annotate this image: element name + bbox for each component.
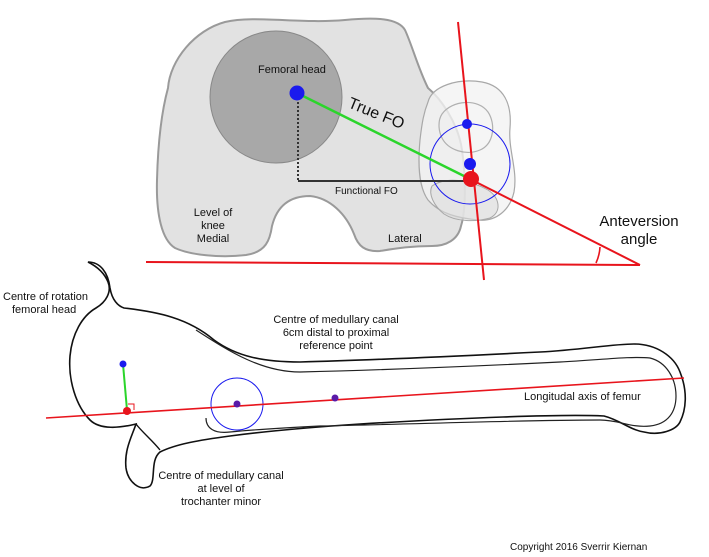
angle-word: angle [620,231,658,248]
anteversion-angle-label: Anteversion angle [594,213,684,249]
centre-medullary-trochanter-line2: at level of [197,483,245,495]
head-offset-line [122,363,128,411]
axis-foot-point [123,407,131,415]
knee-level-line [145,261,641,266]
centre-medullary-trochanter-label: Centre of medullary canal at level of tr… [146,470,296,509]
vertical-axis-line [457,21,485,281]
centre-medullary-6cm-line3: reference point [299,340,373,352]
centre-medullary-trochanter-line3: trochanter minor [180,496,262,508]
femoral-head-disc [209,30,343,164]
anteversion-word: Anteversion [599,213,679,230]
head-centre-point [289,85,305,101]
canal-upper-point [462,119,472,129]
functional-fo-label: Functional FO [335,186,398,197]
centre-medullary-6cm-label: Centre of medullary canal 6cm distal to … [256,314,416,353]
right-angle-marker [128,403,135,410]
knee-label: knee [201,220,225,232]
axial-view [145,17,641,281]
copyright-label: Copyright 2016 Sverrir Kiernan [510,542,648,553]
centre-medullary-6cm-line1: Centre of medullary canal [273,314,399,326]
true-fo-line [296,91,471,181]
neck-axis-line [469,178,641,266]
lateral-view [45,261,687,489]
centre-of-rotation-label: Centre of rotation femoral head [3,291,88,317]
femur-outer-outline [68,261,687,489]
trochanter-minor-outline [135,423,161,451]
head-rotation-centre-point [119,360,127,368]
trochanter-canal-point [233,400,241,408]
lateral-label: Lateral [388,233,422,245]
level-of-knee-medial-label: Level of knee Medial [183,207,243,246]
longitudinal-axis-label: Longitudal axis of femur [524,391,641,403]
anteversion-angle-arc [595,246,601,264]
femoral-head-label: Femoral head [258,64,326,76]
lesser-trochanter-sketch [438,101,494,153]
reference-point-red [463,171,479,187]
longitudinal-axis-line [45,377,685,419]
level-of-label: Level of [193,207,233,219]
canal-mid-point [464,158,476,170]
centre-of-rotation-line1: Centre of rotation [3,291,88,303]
six-cm-canal-point [331,394,339,402]
medial-label: Medial [196,233,230,245]
centre-of-rotation-line2: femoral head [12,304,77,316]
femur-inner-outline [195,329,677,433]
centre-medullary-6cm-line2: 6cm distal to proximal [282,327,390,339]
centre-medullary-trochanter-line1: Centre of medullary canal [158,470,284,482]
